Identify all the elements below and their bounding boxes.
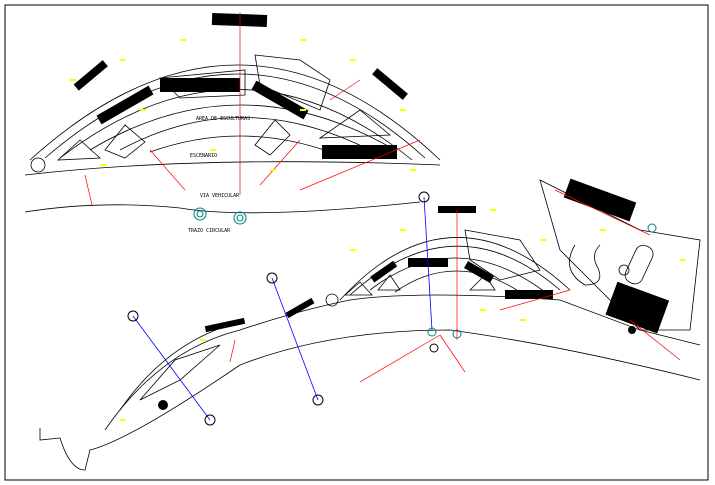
upper-annotations bbox=[84, 12, 421, 206]
lower-dimensions bbox=[120, 209, 686, 421]
label-sculpture-area: AREA DE ESCULTURAS bbox=[196, 116, 250, 122]
survey-markers-lower bbox=[427, 223, 657, 339]
lower-annotations bbox=[229, 189, 681, 383]
label-circular-layout: TRAZO CIRCULAR bbox=[188, 228, 231, 234]
lower-seating bbox=[158, 178, 670, 410]
survey-markers-upper bbox=[193, 207, 247, 225]
label-vehicular-road: VIA VEHICULAR bbox=[200, 193, 240, 199]
sheet-border bbox=[4, 4, 709, 481]
upper-dimensions bbox=[70, 39, 416, 171]
axis-lines bbox=[132, 196, 433, 421]
lower-plan bbox=[39, 179, 701, 471]
axis-markers bbox=[127, 191, 439, 426]
label-stage: ESCENARIO bbox=[190, 153, 217, 159]
upper-seating bbox=[73, 13, 408, 159]
